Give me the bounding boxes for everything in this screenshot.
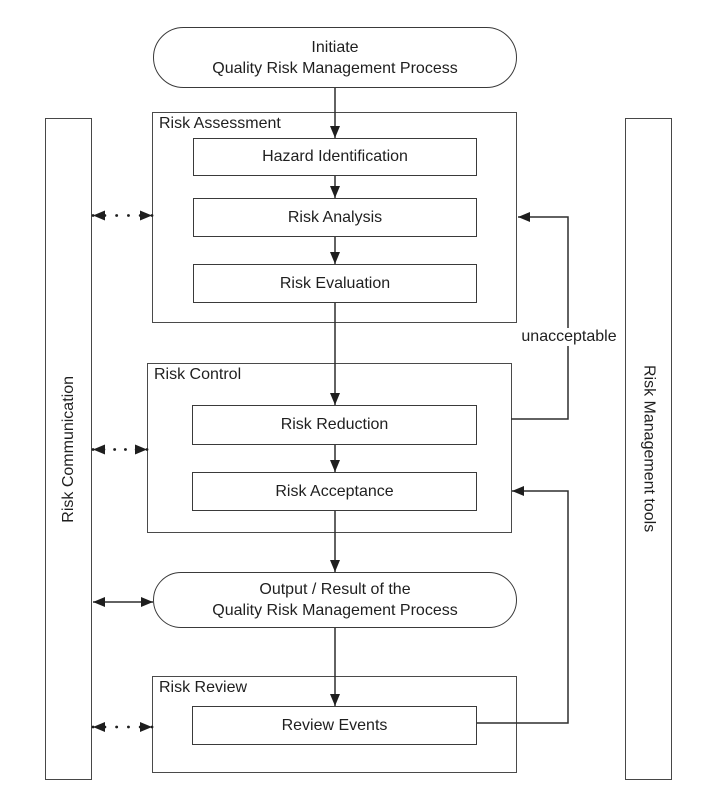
risk-reduction-label: Risk Reduction xyxy=(280,416,389,433)
unacceptable-edge-label: unacceptable xyxy=(519,328,619,346)
arrow-unacceptable-feedback xyxy=(511,212,569,420)
risk-management-tools-bar: Risk Management tools xyxy=(625,118,672,780)
output-line1: Output / Result of the xyxy=(259,581,411,598)
output-line2: Quality Risk Management Process xyxy=(212,602,458,619)
risk-control-label: Risk Control xyxy=(154,366,242,383)
initiate-node: Initiate Quality Risk Management Process xyxy=(153,27,517,88)
risk-control-group: Risk Control xyxy=(147,363,512,533)
risk-analysis-label: Risk Analysis xyxy=(287,208,383,226)
risk-analysis-node: Risk Analysis xyxy=(193,198,477,237)
initiate-line2: Quality Risk Management Process xyxy=(212,59,458,77)
risk-communication-bar: Risk Communication xyxy=(45,118,92,780)
risk-acceptance-label: Risk Acceptance xyxy=(275,482,394,500)
review-events-label: Review Events xyxy=(281,716,388,734)
risk-communication-label: Risk Communication xyxy=(59,375,77,523)
initiate-line1: Initiate xyxy=(311,38,359,56)
hazard-identification-node: Hazard Identification xyxy=(193,138,477,176)
risk-assessment-label: Risk Assessment xyxy=(159,115,281,132)
review-events-node: Review Events xyxy=(192,706,477,745)
risk-evaluation-node: Risk Evaluation xyxy=(193,264,477,303)
risk-evaluation-label: Risk Evaluation xyxy=(279,274,391,292)
risk-review-label: Risk Review xyxy=(159,679,248,696)
output-node: Output / Result of the Quality Risk Mana… xyxy=(153,572,517,628)
risk-reduction-node: Risk Reduction xyxy=(192,405,477,445)
risk-management-tools-label: Risk Management tools xyxy=(640,365,658,533)
hazard-identification-label: Hazard Identification xyxy=(262,148,408,165)
risk-acceptance-node: Risk Acceptance xyxy=(192,472,477,511)
